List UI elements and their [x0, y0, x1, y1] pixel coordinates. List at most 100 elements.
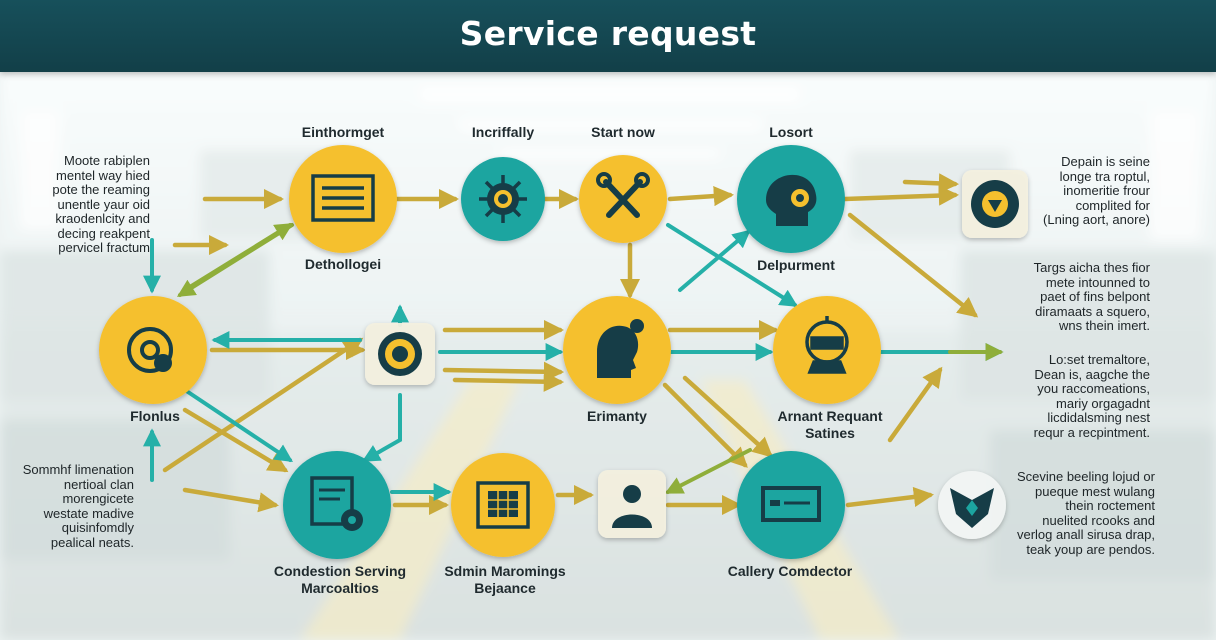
note-line: Targs aicha thes fior [1033, 260, 1150, 275]
arrow [452, 371, 565, 392]
note-line: inomeritie frour [1063, 183, 1150, 198]
head-gear-icon [766, 174, 817, 226]
arrow [845, 486, 935, 508]
node-arnant[interactable] [773, 296, 881, 404]
note-line: verlog anall sirusa drap, [1016, 527, 1155, 542]
shield-badge-icon [950, 488, 994, 528]
node-label: Incriffally [443, 124, 563, 141]
arrow [664, 448, 752, 494]
note-line: Lo:set tremaltore, [1048, 352, 1150, 367]
node-erimanty[interactable] [563, 296, 671, 404]
note-line: decing reakpent [57, 225, 150, 241]
note-line: complited for [1075, 197, 1150, 213]
label-line: Incriffally [471, 124, 535, 140]
note-line: westate madive [43, 505, 134, 521]
note-line: pote the reaming [52, 182, 150, 197]
node-label: Callery Comdector [705, 563, 875, 580]
label-line: Satines [805, 425, 855, 441]
node-label: Arnant Requant Satines [750, 408, 910, 442]
note-line: pueque mest wulang [1035, 483, 1155, 499]
arrows-green [176, 223, 1004, 494]
label-line: Marcoaltios [301, 580, 379, 596]
note-line: nertioal clan [63, 476, 134, 492]
arrow [361, 393, 402, 462]
node-losort[interactable] [737, 145, 845, 253]
document-list-icon [311, 174, 375, 222]
node-incriffally[interactable] [461, 157, 545, 241]
note-line: Depain is seine [1061, 154, 1150, 169]
note-line: paet of fins belpont [1040, 289, 1150, 304]
arrows-gold [162, 173, 979, 516]
disc-icon [127, 327, 173, 373]
calendar-grid-icon [476, 481, 530, 529]
wrench-tools-icon [596, 172, 650, 218]
note-line: nuelited rcooks and [1042, 512, 1155, 528]
node-label: Dethollogei [283, 256, 403, 273]
note-line: diramaats a squero, [1035, 303, 1150, 319]
arrow [847, 212, 979, 318]
note-line: you raccomeations, [1037, 381, 1150, 396]
label-line: Einthormget [301, 124, 385, 140]
clipboard-gear-icon [310, 476, 363, 531]
note-right-1: Depain is seine longe tra roptul, inomer… [1020, 154, 1150, 228]
arrow [442, 361, 565, 382]
note-left-bottom: Sommhf limenation nertioal clan morengic… [14, 462, 134, 550]
node-condestion[interactable] [283, 451, 391, 559]
note-left-top: Moote rabiplen mentel way hied pote the … [30, 153, 150, 256]
computer-screen-icon [761, 486, 821, 522]
label-line: Losort [769, 124, 813, 140]
arrow [182, 407, 289, 473]
note-line: mentel way hied [56, 167, 150, 183]
note-right-4: Scevine beeling lojud or pueque mest wul… [1000, 469, 1155, 557]
note-line: wns thein imert. [1058, 318, 1150, 333]
note-line: morengicete [62, 491, 134, 506]
note-line: licdidalsming nest [1047, 410, 1150, 425]
label-line: Flonlus [130, 408, 180, 424]
node-label: Start now [563, 124, 683, 141]
label-line: Bejaance [474, 580, 536, 596]
person-badge[interactable] [598, 470, 666, 538]
arrow [666, 223, 799, 307]
node-einthormget[interactable] [289, 145, 397, 253]
node-callery[interactable] [737, 451, 845, 559]
note-line: mariy orgagadnt [1056, 395, 1150, 411]
arrow [902, 173, 960, 194]
arrow [183, 388, 293, 462]
arrow [678, 229, 751, 292]
person-silhouette-icon [612, 485, 652, 528]
arrow [667, 185, 735, 207]
label-line: Start now [591, 124, 655, 140]
note-line: Dean is, aagche the [1034, 366, 1150, 382]
note-right-2: Targs aicha thes fior mete intounned to … [1020, 260, 1150, 334]
note-line: thein roctement [1065, 498, 1155, 513]
node-label: Einthormget [283, 124, 403, 141]
output-badge-bottom[interactable] [938, 471, 1006, 539]
note-right-3: Lo:set tremaltore, Dean is, aagche the y… [1010, 352, 1150, 440]
note-line: mete intounned to [1045, 274, 1150, 290]
node-label: Flonlus [95, 408, 215, 425]
label-line: Callery Comdector [727, 563, 853, 579]
node-sdmin[interactable] [451, 453, 555, 557]
note-line: (Lning aort, anore) [1043, 212, 1150, 227]
page-title: Service request [459, 14, 757, 53]
output-badge-top[interactable] [962, 170, 1028, 238]
node-label: Erimanty [557, 408, 677, 425]
arrow [662, 382, 748, 468]
note-line: kraodenlcity and [55, 211, 150, 226]
label-line: Dethollogei [304, 256, 382, 272]
node-flonlus[interactable] [99, 296, 207, 404]
node-start-now[interactable] [579, 155, 667, 243]
gear-badge[interactable] [365, 323, 435, 385]
node-label: Losort [731, 124, 851, 141]
note-line: pervicel fractum [58, 240, 150, 255]
note-line: Sommhf limenation [22, 462, 134, 477]
arrow [842, 185, 960, 206]
arrow [162, 337, 364, 473]
robot-head-icon [805, 316, 849, 374]
person-profile-icon [597, 319, 644, 378]
arrow [682, 375, 774, 458]
node-label: Condestion Serving Marcoaltios [255, 563, 425, 597]
header-bar: Service request [0, 0, 1216, 72]
arrow [887, 366, 943, 443]
